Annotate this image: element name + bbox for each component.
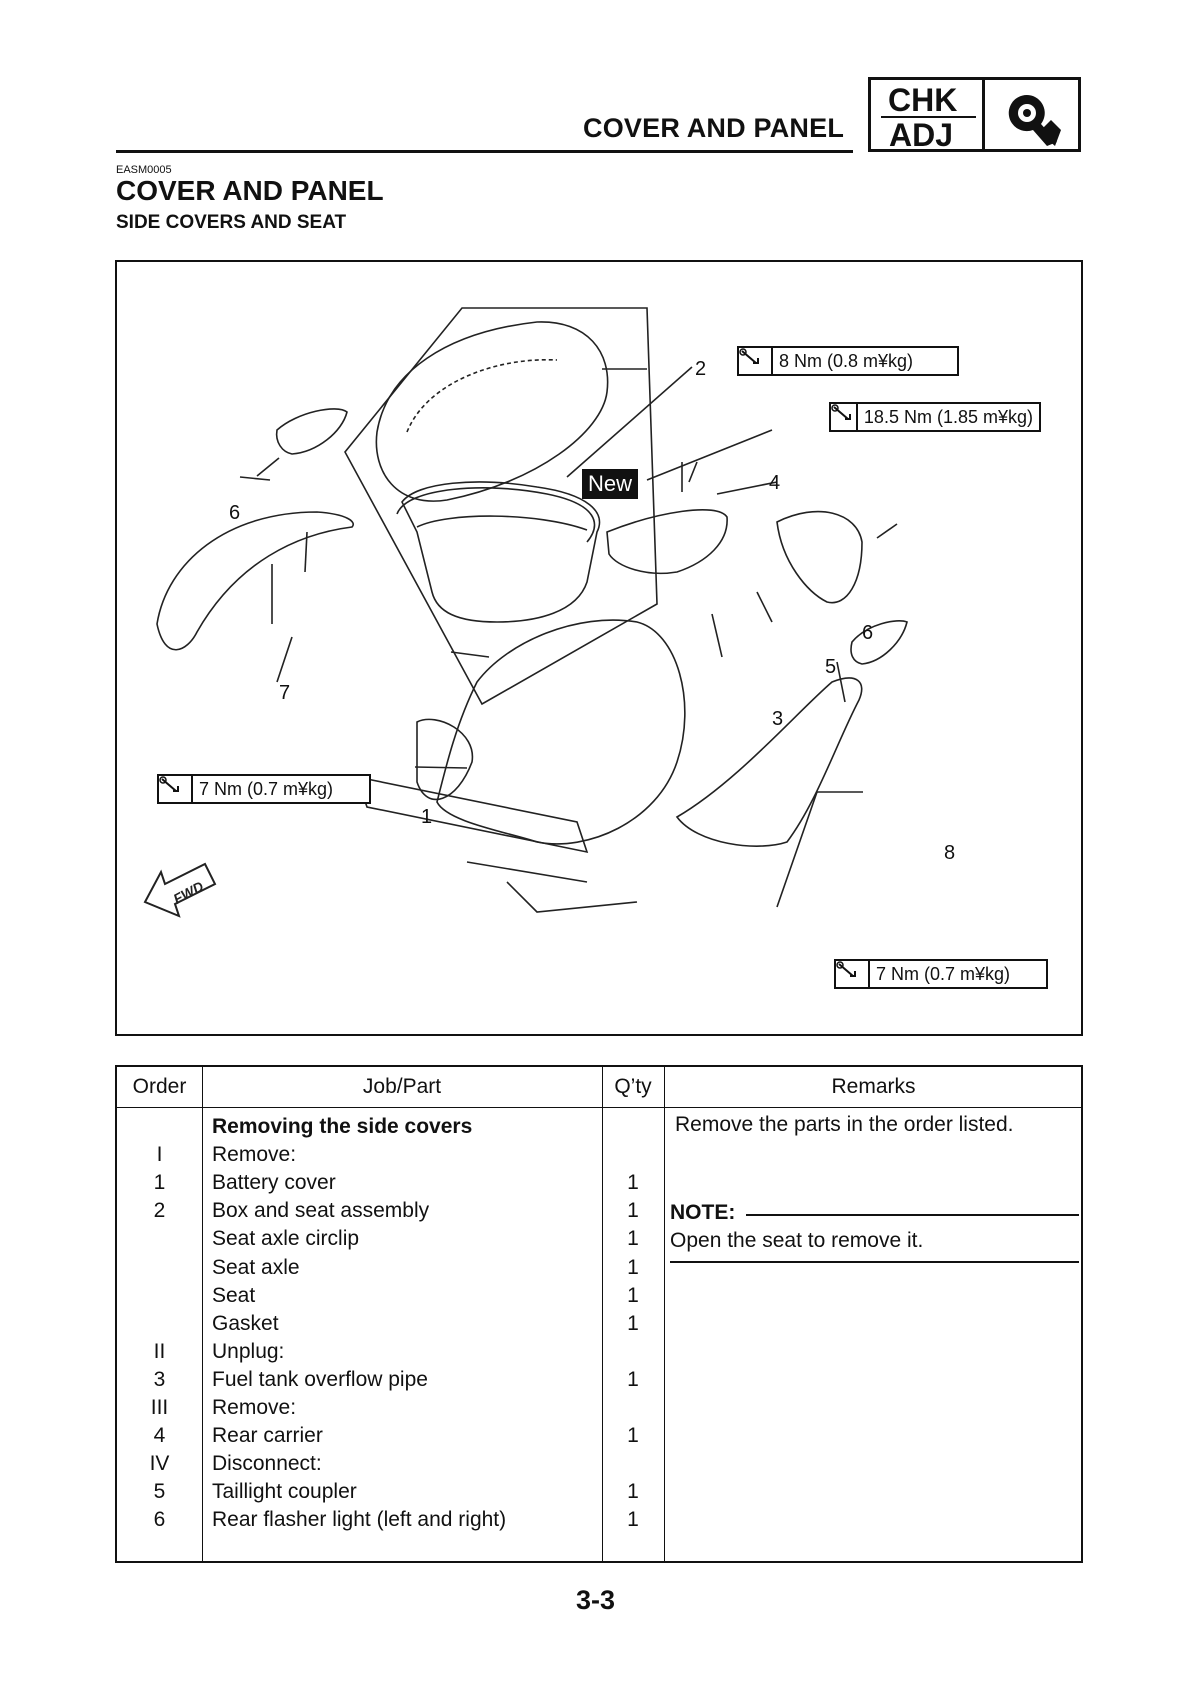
job-table: Order Job/Part Q’ty Remarks Removing the…: [115, 1065, 1083, 1563]
column-divider: [202, 1067, 203, 1561]
badge-top-label: CHK: [888, 82, 958, 118]
table-cell-job: Removing the side covers: [212, 1115, 473, 1138]
note-rule: [746, 1214, 1079, 1216]
torque-value: 7 Nm (0.7 m¥kg): [876, 963, 1011, 984]
table-cell-order: III: [150, 1396, 169, 1419]
table-cell-order: [117, 1254, 202, 1282]
table-cell-order: 1: [153, 1171, 166, 1195]
torque-value: 7 Nm (0.7 m¥kg): [199, 778, 334, 799]
badge-vertical-divider: [982, 80, 985, 149]
torque-wrench-icon: [159, 776, 193, 802]
table-cell-job: Rear carrier: [212, 1424, 323, 1448]
torque-wrench-icon: [739, 348, 773, 374]
table-cell-qty: 1: [627, 1255, 639, 1279]
table-cell-qty: 1: [627, 1508, 639, 1532]
table-cell-qty: [602, 1338, 664, 1366]
column-header-order: Order: [132, 1075, 187, 1098]
table-cell-job: Seat axle: [212, 1255, 300, 1279]
torque-wrench-icon: [836, 961, 870, 987]
table-cell-job: Unplug:: [212, 1339, 285, 1363]
torque-spec-box: 18.5 Nm (1.85 m¥kg): [829, 402, 1041, 432]
wrench-inspection-icon: [1008, 95, 1061, 146]
table-cell-job: Seat: [212, 1283, 256, 1307]
callout-label: 2: [695, 358, 707, 380]
page-subheading: SIDE COVERS AND SEAT: [116, 212, 347, 233]
callout-label: 5: [825, 656, 837, 678]
chk-adj-badge: CHK ADJ: [868, 77, 1081, 153]
new-part-tag: New: [582, 469, 639, 499]
badge-bottom-label: ADJ: [889, 117, 954, 153]
torque-value: 18.5 Nm (1.85 m¥kg): [863, 406, 1033, 427]
table-cell-job: Box and seat assembly: [212, 1199, 430, 1223]
table-cell-qty: 1: [627, 1171, 639, 1195]
table-cell-order: I: [156, 1143, 163, 1167]
table-cell-qty: [602, 1394, 664, 1422]
note-rule: [670, 1261, 1079, 1263]
remark-text: Remove the parts in the order listed.: [675, 1113, 1014, 1136]
note-label: NOTE:: [670, 1201, 736, 1224]
torque-wrench-icon: [831, 404, 858, 430]
table-cell-job: Remove:: [212, 1396, 297, 1419]
table-cell-qty: [602, 1450, 664, 1478]
column-divider: [664, 1067, 665, 1561]
fwd-arrow-icon: FWD: [143, 862, 217, 918]
callout-label: 6: [229, 502, 241, 524]
table-cell-qty: 1: [627, 1227, 639, 1251]
document-code: EASM0005: [116, 164, 172, 176]
column-header-remarks: Remarks: [831, 1075, 916, 1098]
table-cell-job: Taillight coupler: [212, 1480, 357, 1504]
table-cell-order: [117, 1282, 202, 1310]
column-divider: [602, 1067, 603, 1561]
section-title: COVER AND PANEL: [583, 113, 845, 143]
torque-spec-box: 7 Nm (0.7 m¥kg): [834, 959, 1048, 989]
table-cell-order: [117, 1113, 202, 1141]
callout-label: 3: [772, 708, 784, 730]
torque-spec-box: 7 Nm (0.7 m¥kg): [157, 774, 371, 804]
header-rule: [116, 150, 853, 153]
table-cell-order: IV: [149, 1452, 170, 1476]
table-cell-job: Fuel tank overflow pipe: [212, 1367, 428, 1391]
table-cell-qty: [602, 1141, 664, 1169]
callout-label: 6: [862, 622, 874, 644]
table-cell-order: [117, 1225, 202, 1253]
callout-label: 4: [769, 472, 781, 494]
table-cell-order: 2: [153, 1199, 166, 1223]
table-cell-qty: 1: [627, 1480, 639, 1504]
table-cell-qty: 1: [627, 1199, 639, 1223]
callout-label: 8: [944, 842, 956, 864]
column-header-job: Job/Part: [362, 1075, 442, 1098]
table-cell-order: 5: [153, 1480, 166, 1504]
table-cell-job: Seat axle circlip: [212, 1227, 360, 1251]
table-cell-order: II: [153, 1339, 166, 1363]
table-cell-order: [117, 1310, 202, 1338]
table-cell-job: Rear flasher light (left and right): [212, 1508, 507, 1532]
table-cell-job: Disconnect:: [212, 1452, 322, 1476]
note-text: Open the seat to remove it.: [670, 1229, 924, 1252]
column-header-qty: Q’ty: [614, 1075, 652, 1098]
table-cell-job: Battery cover: [212, 1171, 336, 1195]
table-cell-order: 3: [153, 1367, 166, 1391]
table-cell-qty: 1: [627, 1311, 639, 1335]
torque-spec-box: 8 Nm (0.8 m¥kg): [737, 346, 959, 376]
table-cell-job: Gasket: [212, 1311, 279, 1335]
scooter-exploded-illustration: FWD: [143, 307, 908, 918]
table-cell-qty: 1: [627, 1424, 639, 1448]
table-cell-job: Remove:: [212, 1143, 297, 1167]
exploded-diagram: FWD New 8 Nm (0.8 m¥kg) 18.5 Nm (1.85 m¥…: [115, 260, 1083, 1036]
page-number: 3-3: [576, 1585, 616, 1615]
callout-label: 7: [279, 682, 291, 704]
torque-value: 8 Nm (0.8 m¥kg): [779, 350, 914, 371]
callout-label: 1: [421, 806, 433, 828]
table-cell-qty: 1: [627, 1367, 639, 1391]
badge-divider: [881, 116, 976, 118]
table-cell-qty: [602, 1113, 664, 1141]
header-divider: [117, 1107, 1081, 1108]
table-cell-order: 6: [153, 1508, 166, 1532]
table-cell-order: 4: [153, 1424, 166, 1448]
table-cell-qty: 1: [627, 1283, 639, 1307]
page-heading: COVER AND PANEL: [116, 175, 384, 206]
